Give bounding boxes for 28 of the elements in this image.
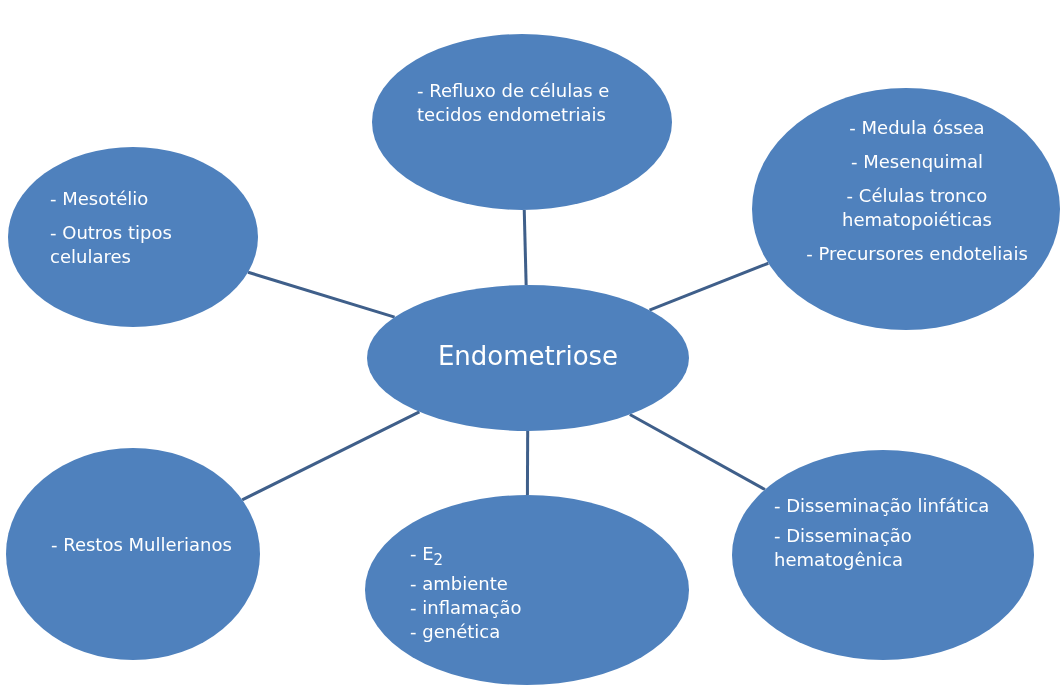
node-text: - Células tronco hematopoiéticas <box>841 184 993 232</box>
connector-line <box>241 410 421 502</box>
node-text: - genética <box>410 619 502 644</box>
ellipse-node <box>6 448 260 660</box>
node-text: - Refluxo de células e tecidos endometriais <box>417 79 611 127</box>
connector-line <box>648 261 769 312</box>
node-text: - Outros tipos celulares <box>50 221 173 269</box>
node-text: - E$_{2}$ <box>410 542 445 571</box>
ellipse-node <box>372 34 672 210</box>
node-text: Endometriose <box>436 340 620 373</box>
ellipse-node <box>8 147 258 327</box>
node-text: - Mesotélio <box>50 187 150 211</box>
node-text: - Medula óssea <box>848 116 986 140</box>
node-text: - ambiente <box>410 571 509 596</box>
ellipse-node <box>365 495 689 685</box>
connector-line <box>522 209 528 286</box>
connector-line <box>247 270 396 319</box>
ellipse-node <box>752 88 1060 330</box>
ellipse-node <box>732 450 1034 660</box>
node-text: - Disseminação linfática <box>774 494 991 518</box>
connector-line <box>629 413 766 491</box>
node-text: - Precursores endoteliais <box>805 242 1029 266</box>
node-text: - inflamação <box>410 595 523 620</box>
node-text: - Mesenquimal <box>849 150 985 174</box>
node-text: - Restos Mullerianos <box>51 533 233 557</box>
ellipse-node <box>367 285 689 431</box>
connector-line <box>525 431 530 495</box>
node-text: - Disseminação hematogênica <box>774 524 913 572</box>
